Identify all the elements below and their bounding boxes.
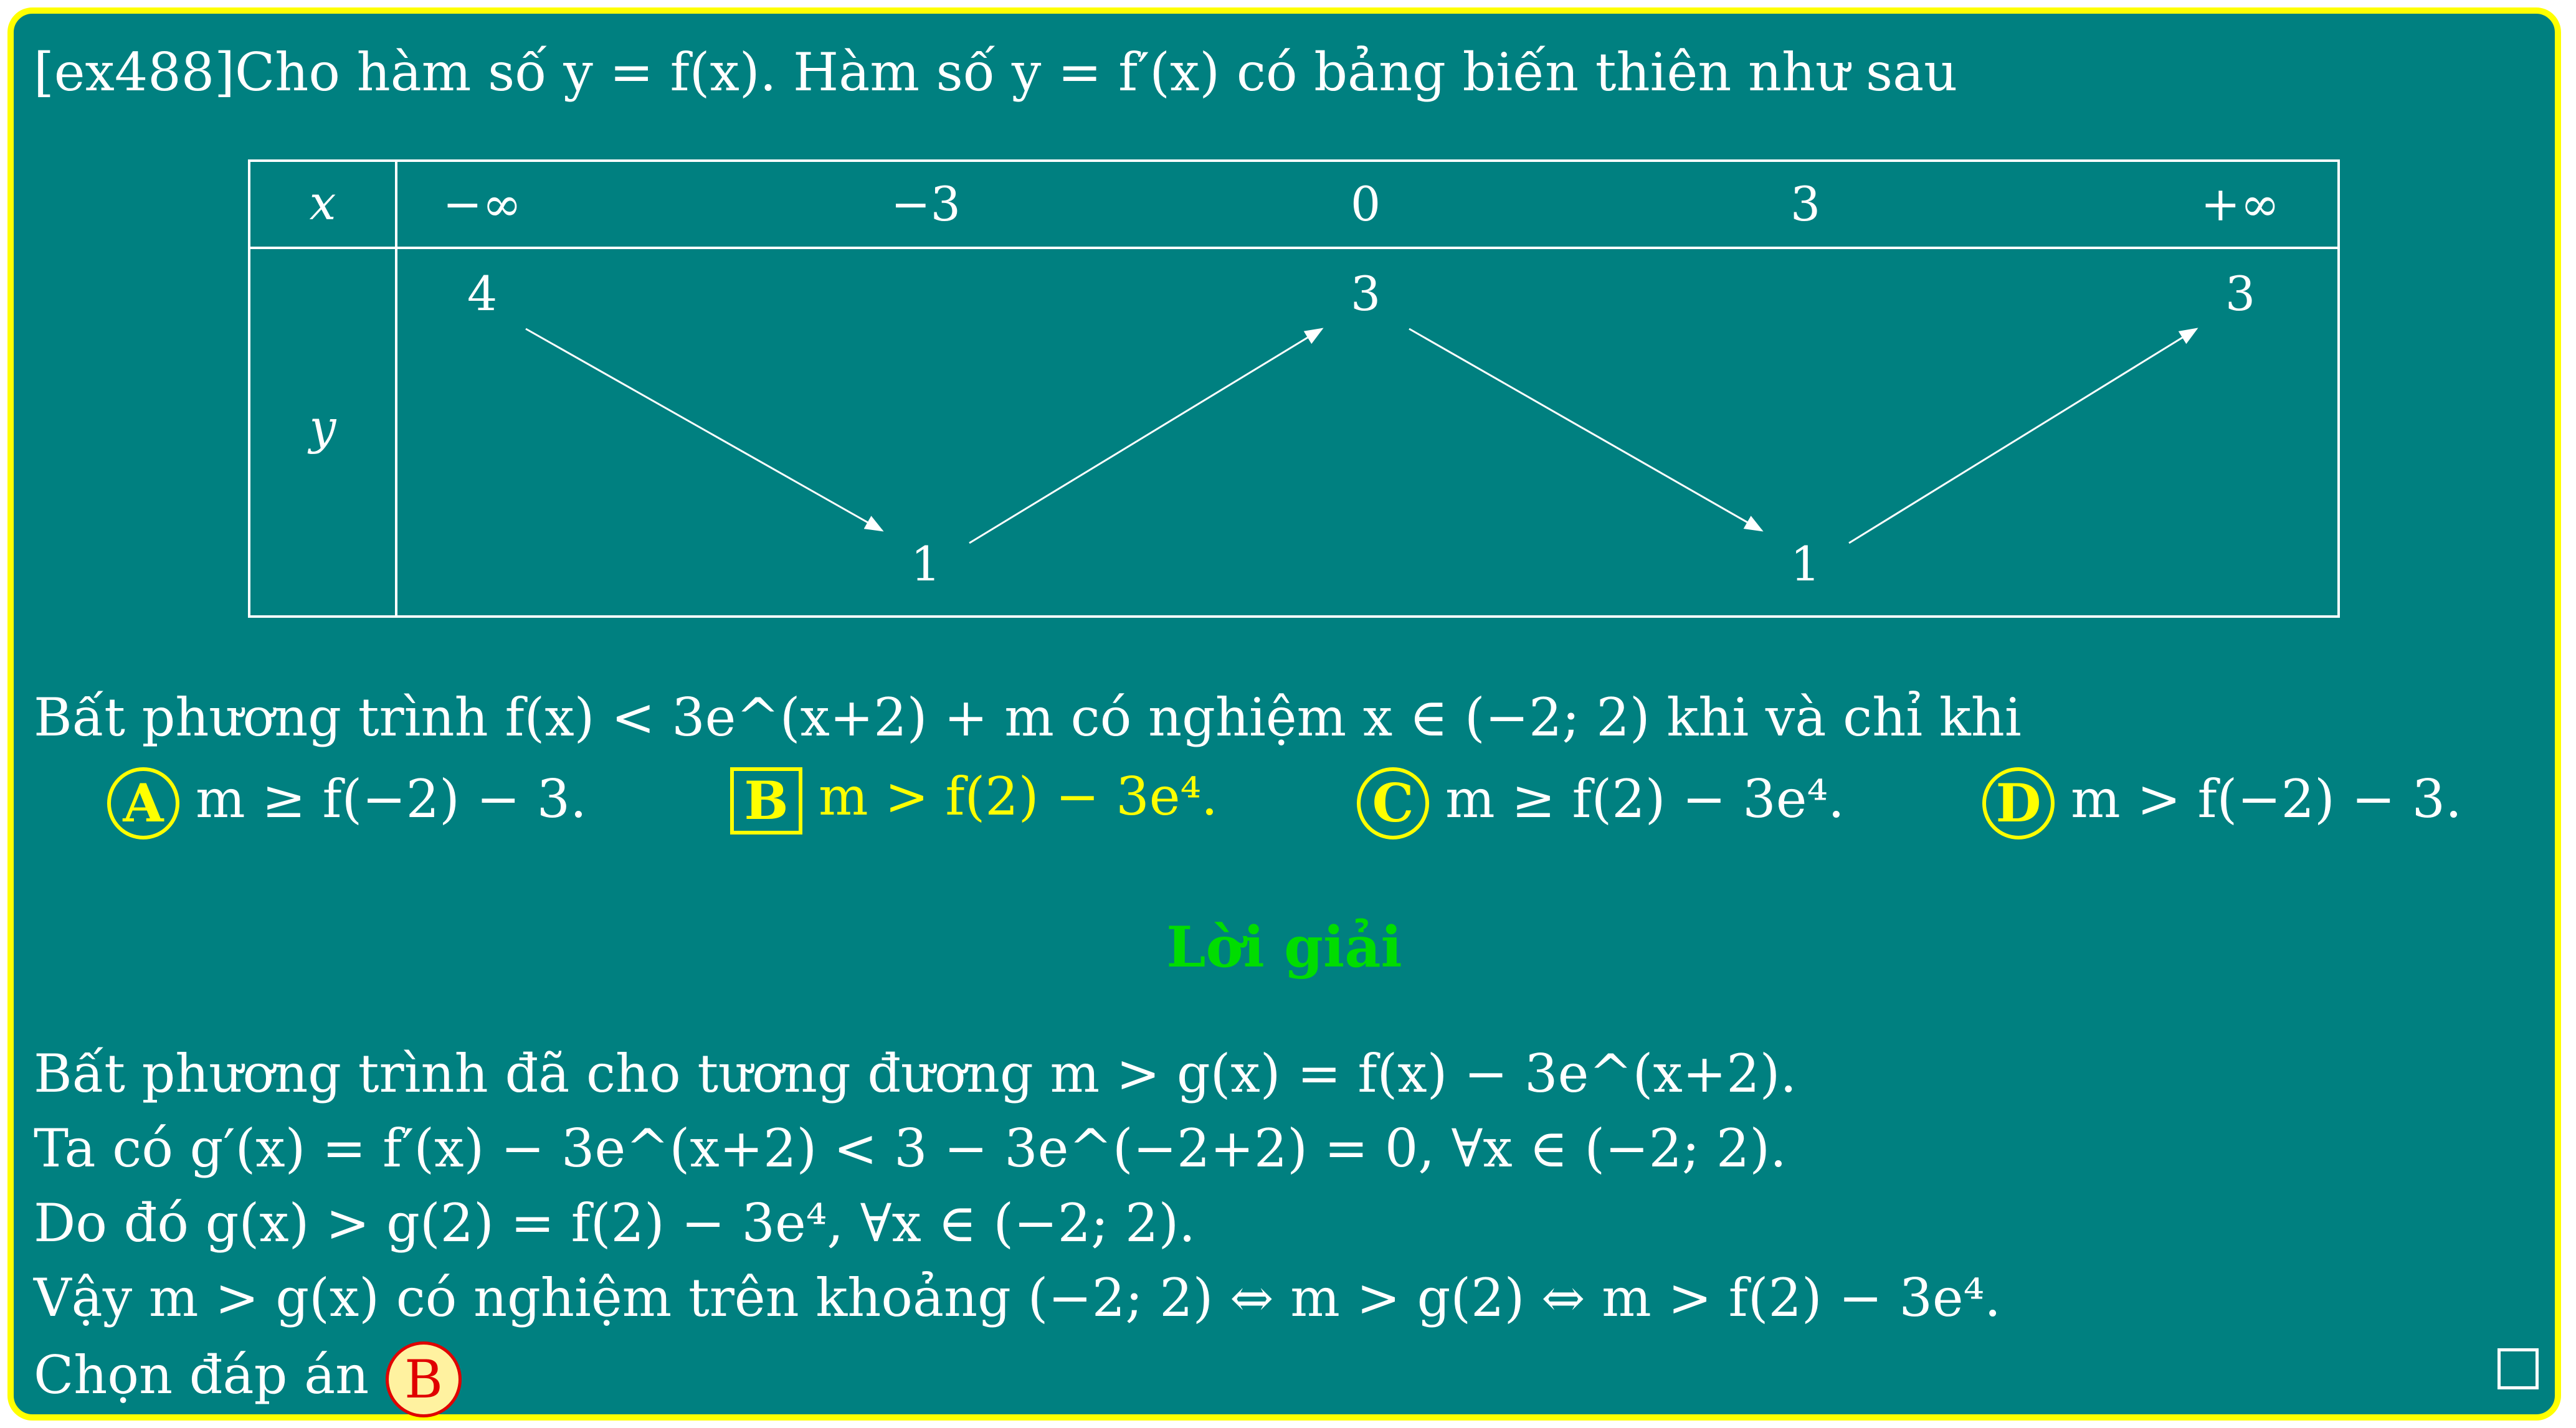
solution-line-3: Do đó g(x) > g(2) = f(2) − 3e⁴, ∀x ∈ (−2… (34, 1193, 1195, 1254)
chosen-answer-badge: B (385, 1341, 462, 1417)
question-text: Bất phương trình f(x) < 3e^(x+2) + m có … (34, 687, 2022, 748)
x-value-4: +∞ (2201, 176, 2280, 232)
option-d-marker: D (1982, 767, 2055, 839)
option-b-text: m > f(2) − 3e⁴. (819, 766, 1218, 827)
x-values: −∞ −3 0 3 +∞ (443, 176, 2280, 232)
solution-line-2: Ta có g′(x) = f′(x) − 3e^(x+2) < 3 − 3e^… (34, 1118, 1787, 1179)
problem-intro: [ex488]Cho hàm số y = f(x). Hàm số y = f… (34, 46, 1957, 98)
choose-answer-line: Chọn đáp án B (34, 1341, 462, 1417)
variation-arrow-1 (969, 328, 1324, 544)
problem-card: [ex488]Cho hàm số y = f(x). Hàm số y = f… (7, 7, 2561, 1421)
option-b-marker: B (730, 767, 802, 835)
variation-arrow-2 (1409, 328, 1764, 532)
x-value-0: −∞ (443, 176, 522, 232)
variation-table: x y −∞ −3 0 3 +∞ 4 1 3 1 3 (248, 159, 2340, 618)
y-value-1: 1 (911, 536, 941, 592)
variation-arrow-0 (525, 328, 884, 532)
y-value-3: 1 (1790, 536, 1820, 592)
option-a-marker: A (107, 767, 179, 839)
choose-label: Chọn đáp án (34, 1345, 369, 1406)
option-c-marker: C (1357, 767, 1429, 839)
variation-arrows (525, 328, 2198, 544)
y-value-4: 3 (2225, 266, 2255, 321)
table-border (248, 159, 2340, 618)
solution-title: Lời giải (1166, 914, 1402, 980)
row-y-label: y (308, 399, 337, 455)
x-value-3: 3 (1790, 176, 1820, 232)
solution-line-4: Vậy m > g(x) có nghiệm trên khoảng (−2; … (34, 1267, 2001, 1328)
y-values: 4 1 3 1 3 (467, 266, 2255, 592)
y-value-2: 3 (1351, 266, 1381, 321)
qed-square-icon (2498, 1348, 2539, 1389)
solution-line-1: Bất phương trình đã cho tương đương m > … (34, 1043, 1797, 1104)
option-a-text: m ≥ f(−2) − 3. (196, 768, 587, 830)
x-value-1: −3 (891, 176, 961, 232)
x-value-2: 0 (1351, 176, 1381, 232)
variation-arrow-3 (1848, 328, 2198, 544)
row-x-label: x (310, 175, 336, 230)
option-c-text: m ≥ f(2) − 3e⁴. (1445, 768, 1845, 830)
option-d-text: m > f(−2) − 3. (2071, 768, 2462, 830)
y-value-0: 4 (467, 266, 497, 321)
problem-id: [ex488] (34, 42, 235, 103)
intro-text: Cho hàm số y = f(x). Hàm số y = f′(x) có… (234, 42, 1958, 103)
